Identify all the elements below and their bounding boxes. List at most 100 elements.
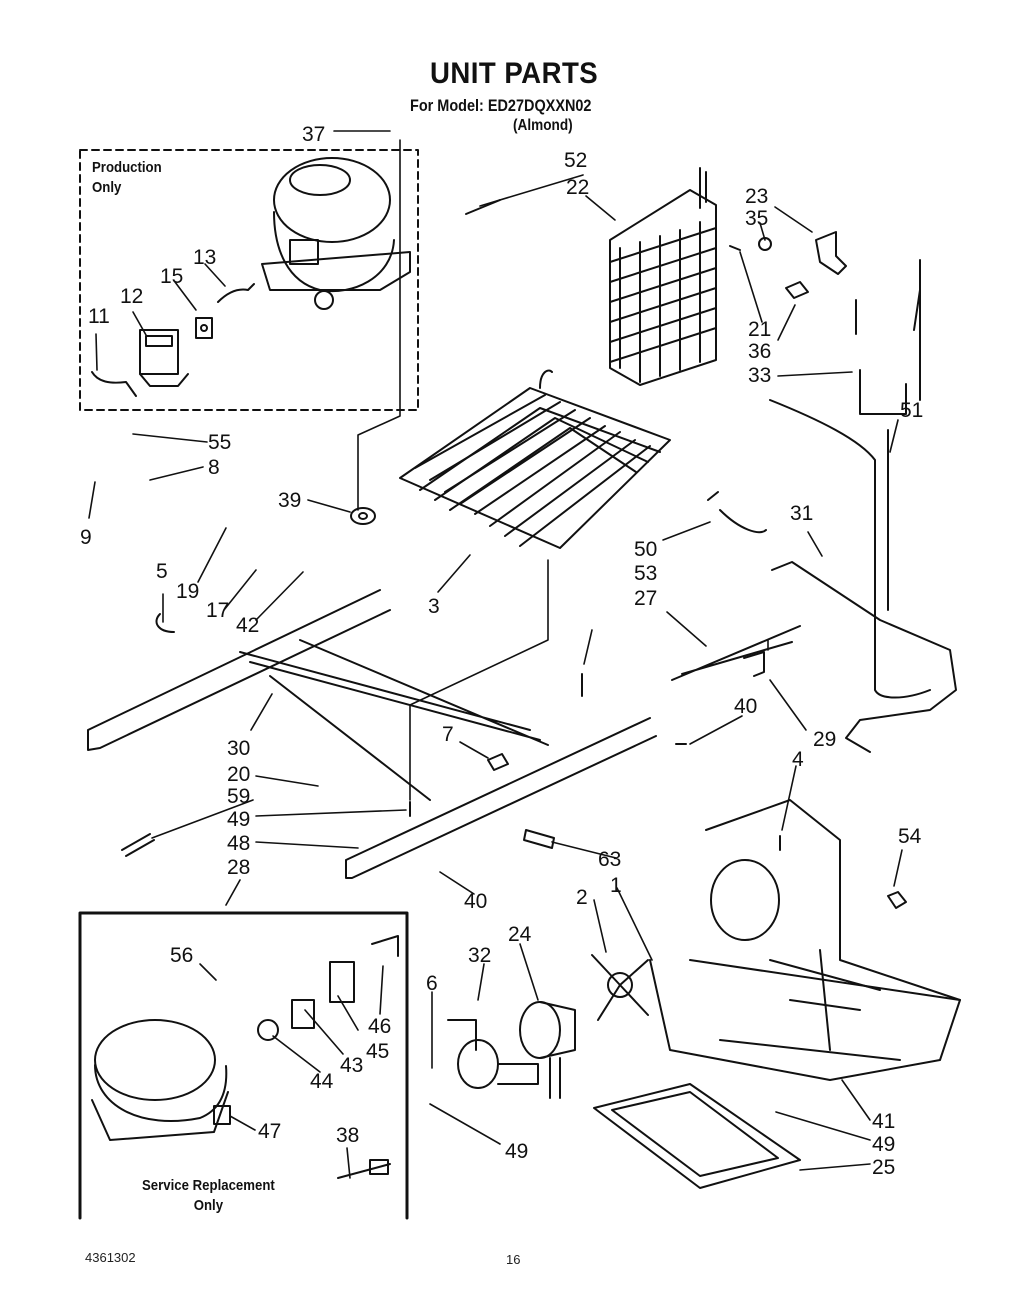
callout-36: 36 xyxy=(748,340,771,363)
callout-59: 59 xyxy=(227,785,250,808)
callout-22: 22 xyxy=(566,176,589,199)
production-label-line1: Production xyxy=(92,159,162,176)
callout-48: 48 xyxy=(227,832,250,855)
callout-5: 5 xyxy=(156,560,168,583)
grommet-39-icon xyxy=(350,507,376,525)
callout-17: 17 xyxy=(206,599,229,622)
callout-40-upper: 40 xyxy=(734,695,757,718)
capillary-tube-icon xyxy=(769,399,957,753)
clip-36-icon xyxy=(785,281,809,299)
callout-13: 13 xyxy=(193,246,216,269)
leader-arrows xyxy=(88,130,903,1179)
screw-21-icon xyxy=(729,245,741,251)
callout-46: 46 xyxy=(368,1015,391,1038)
callout-56: 56 xyxy=(170,944,193,967)
fan-bracket-base-icon xyxy=(649,799,961,1081)
condenser-coil-icon xyxy=(609,167,717,386)
callout-23: 23 xyxy=(745,185,768,208)
callout-54: 54 xyxy=(898,825,922,848)
callout-29: 29 xyxy=(813,728,836,751)
color-line: (Almond) xyxy=(513,117,573,134)
callout-20: 20 xyxy=(227,763,250,786)
callout-49-frame: 49 xyxy=(227,808,250,831)
callout-11: 11 xyxy=(88,305,110,328)
callout-30: 30 xyxy=(227,737,250,760)
callout-24: 24 xyxy=(508,923,532,946)
callout-32: 32 xyxy=(468,944,491,967)
callout-52: 52 xyxy=(564,149,587,172)
callout-43: 43 xyxy=(340,1054,363,1077)
service-parts-icon xyxy=(213,935,399,1179)
leader-37 xyxy=(357,139,401,511)
wire-13-icon xyxy=(217,283,255,303)
bracket-23-icon xyxy=(815,231,847,275)
callout-42: 42 xyxy=(236,614,259,637)
fan-blade-icon xyxy=(591,954,649,1021)
service-replacement-label: Service Replacement Only xyxy=(142,1176,275,1216)
drier-icon xyxy=(855,289,921,335)
callout-8: 8 xyxy=(208,456,220,479)
callout-7: 7 xyxy=(442,723,454,746)
callout-44: 44 xyxy=(310,1070,334,1093)
callout-4: 4 xyxy=(792,748,804,771)
callout-27: 27 xyxy=(634,587,657,610)
leader-3 xyxy=(409,559,549,801)
production-only-label: Production Only xyxy=(92,158,162,198)
callout-51: 51 xyxy=(900,399,923,422)
callout-35: 35 xyxy=(745,207,768,230)
spring-59-icon xyxy=(121,833,155,857)
service-label-line2: Only xyxy=(193,1197,224,1214)
relay-icon xyxy=(139,329,189,387)
callout-37: 37 xyxy=(302,123,325,146)
clip-29-icon xyxy=(743,651,765,677)
callout-63: 63 xyxy=(598,848,621,871)
callout-1: 1 xyxy=(610,874,622,897)
callout-40-lower: 40 xyxy=(464,890,487,913)
callout-2: 2 xyxy=(576,886,588,909)
base-frame-icon xyxy=(87,589,657,879)
motor-bracket-icon xyxy=(447,1019,539,1089)
callout-53: 53 xyxy=(634,562,657,585)
callout-33: 33 xyxy=(748,364,771,387)
page-number: 16 xyxy=(506,1252,521,1267)
callout-numbers: 37 52 22 23 35 21 36 33 13 15 12 11 55 8… xyxy=(80,123,923,1179)
service-replacement-box xyxy=(78,911,409,1220)
callout-6: 6 xyxy=(426,972,438,995)
clamp-7-icon xyxy=(487,753,509,771)
callout-25: 25 xyxy=(872,1156,895,1179)
tube-27-icon xyxy=(671,625,801,681)
callout-49-base: 49 xyxy=(872,1133,895,1156)
callout-9: 9 xyxy=(80,526,92,549)
page-title: UNIT PARTS xyxy=(430,57,599,90)
callout-55: 55 xyxy=(208,431,231,454)
clip-11-icon xyxy=(91,371,137,397)
drain-pan-icon xyxy=(593,1083,801,1189)
callout-12: 12 xyxy=(120,285,143,308)
sensor-63-icon xyxy=(523,829,555,849)
fan-motor-icon xyxy=(519,1001,576,1099)
clip-50-icon xyxy=(707,491,767,534)
model-line: For Model: ED27DQXXN02 xyxy=(410,96,592,115)
callout-39: 39 xyxy=(278,489,301,512)
callout-28: 28 xyxy=(227,856,250,879)
callout-38: 38 xyxy=(336,1124,359,1147)
compressor-service-icon xyxy=(91,1019,229,1141)
production-label-line2: Only xyxy=(92,179,122,196)
document-number: 4361302 xyxy=(85,1250,136,1265)
callout-41: 41 xyxy=(872,1110,895,1133)
callout-19: 19 xyxy=(176,580,199,603)
callout-50: 50 xyxy=(634,538,657,561)
tube-33-icon xyxy=(859,259,921,415)
callout-49-bracket: 49 xyxy=(505,1140,528,1163)
callout-31: 31 xyxy=(790,502,813,525)
callout-15: 15 xyxy=(160,265,183,288)
production-only-box xyxy=(79,149,419,411)
callout-45: 45 xyxy=(366,1040,389,1063)
callout-3: 3 xyxy=(428,595,440,618)
callout-47: 47 xyxy=(258,1120,281,1143)
callout-21: 21 xyxy=(748,318,771,341)
compressor-production-icon xyxy=(261,157,411,310)
overload-icon xyxy=(195,317,213,339)
